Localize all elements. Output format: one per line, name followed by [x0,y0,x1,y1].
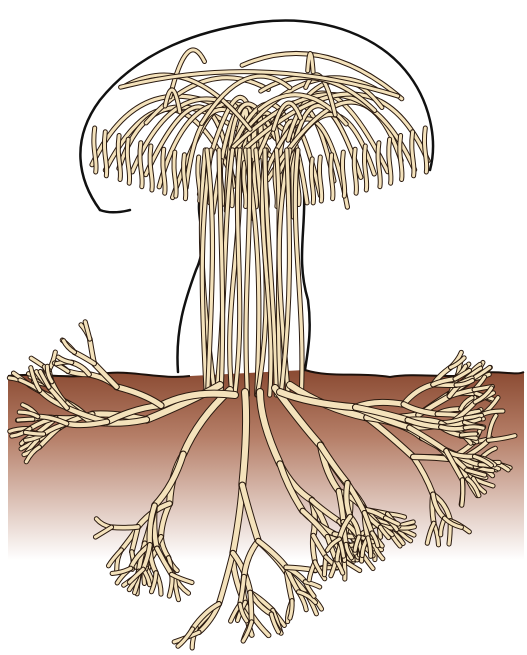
stipe-outline-left [177,195,202,372]
mycelium-hypha [112,527,138,528]
mycelium-hypha [462,480,463,505]
mycelium-hypha [25,432,43,434]
mycelium-hypha [461,434,475,435]
mycelium-hypha [441,427,465,429]
cap-edge-left [100,210,130,212]
mycelium-hypha [242,392,246,485]
mycelium-hypha [219,553,233,604]
mycelium-hypha [465,427,483,428]
mycelium-hypha [18,419,33,420]
mycelium-hypha [250,593,251,622]
mycelium-hypha [344,561,345,579]
